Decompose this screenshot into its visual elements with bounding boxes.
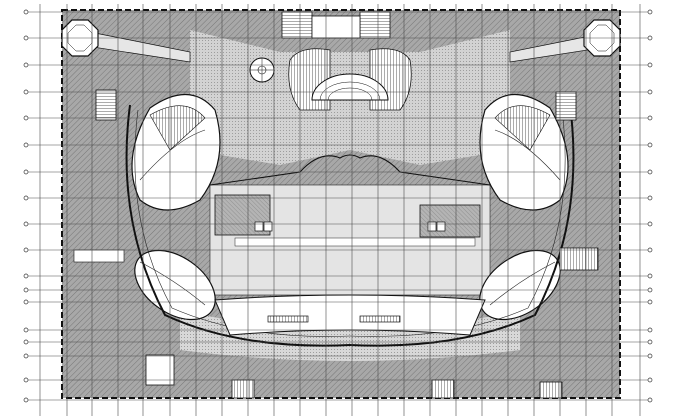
stair-core-icon (555, 91, 577, 121)
north-stair-core (281, 11, 313, 39)
grid-bubble (23, 221, 29, 227)
grid-bubble (23, 327, 29, 333)
grid-bubble (647, 377, 653, 383)
escalator-icon (359, 315, 401, 323)
south-promenade (180, 310, 520, 361)
grid-bubble (647, 339, 653, 345)
north-stair-core (359, 11, 391, 39)
grid-bubble (23, 9, 29, 15)
grid-bubble (23, 377, 29, 383)
grid-bubble (647, 35, 653, 41)
grid-bubble (647, 327, 653, 333)
east-stair-bay (559, 247, 599, 271)
grid-bubble (23, 195, 29, 201)
elevator-icon (436, 221, 446, 232)
grid-bubble (647, 195, 653, 201)
spiral-stair-icon (249, 57, 275, 83)
grid-bubble (647, 142, 653, 148)
grid-bubble (23, 339, 29, 345)
grid-bubble (23, 142, 29, 148)
grid-bubble (647, 9, 653, 15)
grid-bubble (23, 62, 29, 68)
grid-bubble (23, 115, 29, 121)
grid-bubble (647, 169, 653, 175)
stair-core-icon (431, 379, 455, 399)
structural-grid-horizontal (28, 11, 648, 401)
grid-bubble (647, 397, 653, 403)
atrium-upper-right (479, 93, 569, 211)
grid-bubble (647, 273, 653, 279)
atrium-upper-left (131, 93, 221, 211)
south-gallery (214, 294, 486, 336)
grid-bubble (23, 247, 29, 253)
building-perimeter (61, 9, 621, 399)
grid-bubble (23, 273, 29, 279)
grid-bubble (23, 299, 29, 305)
service-corridor (234, 237, 476, 247)
escalator-icon (267, 315, 309, 323)
grid-bubble (647, 353, 653, 359)
arcade-inner-right (349, 109, 566, 337)
elevator-icon (263, 221, 273, 232)
grid-bubble (647, 115, 653, 121)
grid-bubble (647, 62, 653, 68)
grid-bubble (23, 397, 29, 403)
elevator-icon (254, 221, 264, 232)
west-service-strip (73, 249, 125, 263)
grid-bubble (647, 287, 653, 293)
service-room-right (419, 204, 481, 238)
grid-bubble (647, 89, 653, 95)
grid-bubble (23, 287, 29, 293)
elevator-icon (427, 221, 437, 232)
grid-bubble (23, 89, 29, 95)
arcade-inner-left (134, 109, 351, 337)
grand-stair-icon (288, 48, 412, 111)
structural-grid-vertical (39, 4, 641, 416)
grid-bubble (647, 247, 653, 253)
grid-bubble (23, 353, 29, 359)
grid-bubble (23, 35, 29, 41)
stair-core-icon (231, 379, 255, 399)
entry-vestibule (311, 15, 361, 39)
service-room-left (214, 194, 271, 236)
grid-bubble (23, 169, 29, 175)
central-spine (209, 154, 491, 186)
stair-core-icon (95, 89, 117, 121)
grid-bubble (647, 299, 653, 305)
grid-bubble (647, 221, 653, 227)
grid-bubbles (23, 9, 653, 403)
stair-core-icon (539, 381, 563, 399)
